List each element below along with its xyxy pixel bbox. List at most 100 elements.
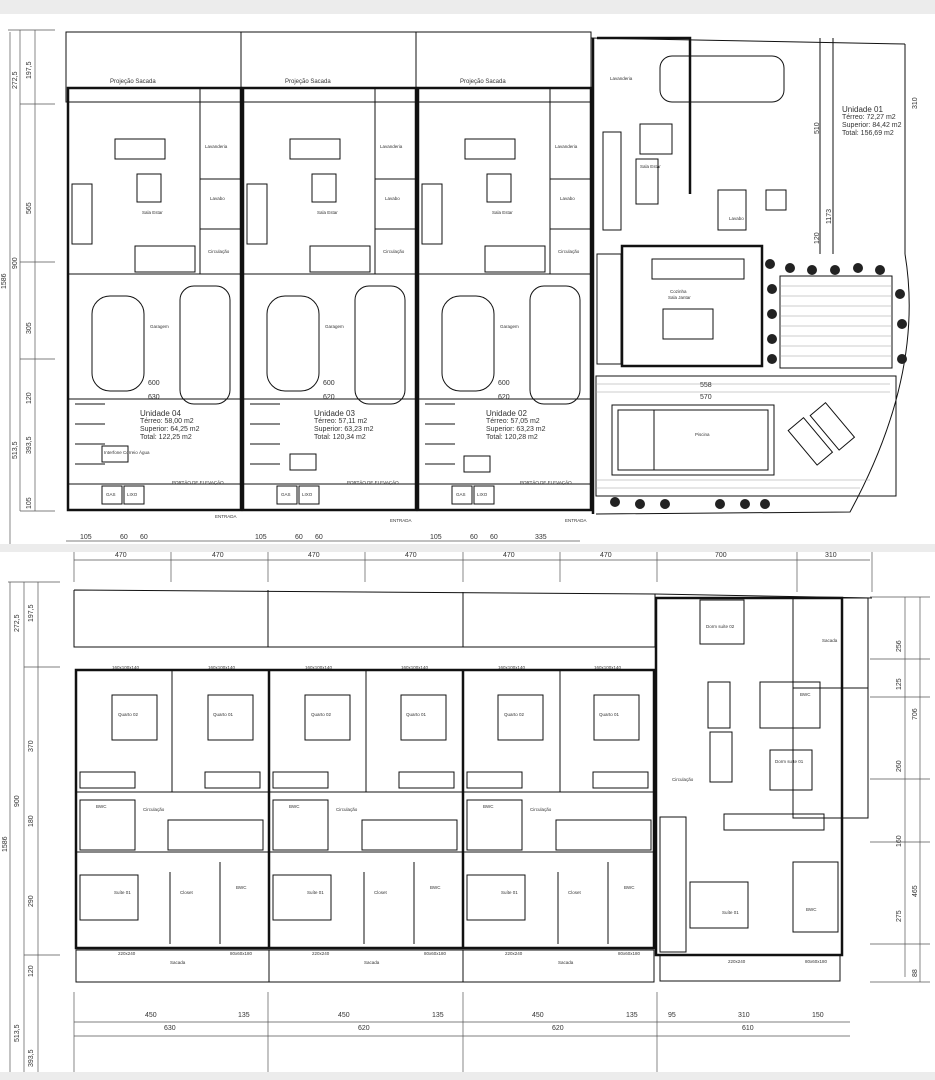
window-label: 160x100x140: [594, 665, 622, 670]
dim-450: 450: [145, 1012, 157, 1019]
unit-01-info: Unidade 01 Térreo: 72,27 m2 Superior: 84…: [842, 106, 902, 138]
dim-620b: 620: [552, 1025, 564, 1032]
garage-width-2: 600: [498, 380, 510, 387]
pool-label: Piscina: [695, 432, 710, 437]
dim-290: 290: [28, 895, 35, 907]
garage-width-4: 600: [148, 380, 160, 387]
window-bwc-label: 80x60x180: [424, 951, 447, 956]
bedroom-02-label: Quarto 02: [504, 712, 525, 717]
dim-900: 900: [12, 257, 19, 269]
kitchen-label: Cozinha: [670, 289, 687, 294]
dim-1173: 1173: [826, 208, 833, 224]
dim-197-5: 197,5: [26, 61, 33, 79]
dim-335: 335: [535, 534, 547, 541]
unit-02-info: Unidade 02 Térreo: 57,05 m2 Superior: 63…: [486, 410, 546, 442]
dim-105: 105: [430, 534, 442, 541]
dim-150: 150: [812, 1012, 824, 1019]
dim-1586: 1586: [1, 273, 8, 289]
unit-04-info: Unidade 04 Térreo: 58,00 m2 Superior: 64…: [140, 410, 200, 442]
dim-610: 610: [742, 1025, 754, 1032]
dim-180: 180: [28, 815, 35, 827]
dim-125: 125: [896, 678, 903, 690]
entrance-label: ENTRADA: [565, 518, 587, 523]
dim-60b: 60: [490, 534, 498, 541]
bedroom-01-label: Quarto 01: [599, 712, 620, 717]
top-dim-7: 700: [715, 552, 727, 559]
unit-name: Unidade 02: [486, 409, 527, 418]
entrance-label: ENTRADA: [390, 518, 412, 523]
living-room-label: Sala Estar: [142, 210, 163, 215]
dim-620: 620: [358, 1025, 370, 1032]
balcony-label: Sacada: [364, 960, 380, 965]
dim-95: 95: [668, 1012, 676, 1019]
bedroom-01-label: Quarto 01: [213, 712, 234, 717]
circulation-label: Circulação: [558, 249, 580, 254]
closet-label: Closet: [568, 890, 581, 895]
unit-terreo: Térreo: 58,00 m2: [140, 418, 194, 425]
lavabo-u1-label: Lavabo: [729, 216, 744, 221]
dim-120: 120: [814, 232, 821, 244]
dining-label: Sala Jantar: [668, 295, 691, 300]
bwc-label: BWC: [289, 804, 300, 809]
window-label: 160x100x140: [498, 665, 526, 670]
dim-197-5: 197,5: [28, 604, 35, 622]
unit-superior: Superior: 63,23 m2: [314, 426, 374, 433]
bwc-u1-label: BWC: [800, 692, 811, 697]
upper-floor-drawing: [8, 552, 930, 1072]
unit-width-2: 620: [498, 394, 510, 401]
ground-floor-plan: Projeção Sacada Projeção Sacada Projeção…: [0, 14, 935, 544]
unit-total: Total: 120,34 m2: [314, 434, 366, 441]
dim-393-5: 393,5: [26, 436, 33, 454]
top-dim-8: 310: [825, 552, 837, 559]
living-room-label: Sala Estar: [492, 210, 513, 215]
unit-total: Total: 156,69 m2: [842, 130, 894, 137]
laundry-label: Lavanderia: [380, 144, 403, 149]
unit-terreo: Térreo: 72,27 m2: [842, 114, 896, 121]
projection-label-4: Projeção Sacada: [110, 79, 156, 85]
balcony-label: Sacada: [558, 960, 574, 965]
unit-03-info: Unidade 03 Térreo: 57,11 m2 Superior: 63…: [314, 410, 374, 442]
unit-superior: Superior: 64,25 m2: [140, 426, 200, 433]
unit-width-4: 630: [148, 394, 160, 401]
dim-60: 60: [120, 534, 128, 541]
top-dim-2: 470: [212, 552, 224, 559]
dim-105: 105: [80, 534, 92, 541]
dim-1586: 1586: [2, 836, 9, 852]
dim-630: 630: [164, 1025, 176, 1032]
dim-60b: 60: [140, 534, 148, 541]
dim-260: 260: [896, 760, 903, 772]
circulation-label: Circulação: [336, 807, 358, 812]
unit-terreo: Térreo: 57,11 m2: [314, 418, 368, 425]
circulation-label: Circulação: [143, 807, 165, 812]
dim-706: 706: [912, 708, 919, 720]
gas-label: GAS: [106, 492, 116, 497]
dim-105: 105: [255, 534, 267, 541]
laundry-label: Lavanderia: [555, 144, 578, 149]
dim-310: 310: [912, 97, 919, 109]
projection-label-3: Projeção Sacada: [285, 79, 331, 85]
garage-width-3: 600: [323, 380, 335, 387]
bedroom-02-label: Quarto 02: [311, 712, 332, 717]
circulation-label: Circulação: [530, 807, 552, 812]
window-bwc-label: 80x60x180: [230, 951, 253, 956]
circulation-u1-label: Circulação: [672, 777, 694, 782]
dim-465: 465: [912, 885, 919, 897]
window-sacada-label: 220x240: [505, 951, 523, 956]
dim-370: 370: [28, 740, 35, 752]
balcony-label: Sacada: [170, 960, 186, 965]
dim-160: 160: [896, 835, 903, 847]
bedroom-02-label: Quarto 02: [118, 712, 139, 717]
balcony-u1-label: Sacada: [822, 638, 838, 643]
dim-135: 135: [432, 1012, 444, 1019]
gate-label: PORTÃO DE ELEVAÇÃO: [347, 480, 399, 485]
lixo-label: LIXO: [127, 492, 138, 497]
suite-01-label: Suíte 01: [114, 890, 131, 895]
dim-513-5: 513,5: [14, 1024, 21, 1042]
lavabo-label: Lavabo: [560, 196, 575, 201]
window-bwc-u1-label: 80x60x180: [805, 959, 828, 964]
dim-275: 275: [896, 910, 903, 922]
dorm-suite-02-label: Dorm suíte 02: [706, 624, 735, 629]
dim-310: 310: [738, 1012, 750, 1019]
dim-513-5: 513,5: [12, 441, 19, 459]
laundry-u1-label: Lavanderia: [610, 76, 633, 81]
